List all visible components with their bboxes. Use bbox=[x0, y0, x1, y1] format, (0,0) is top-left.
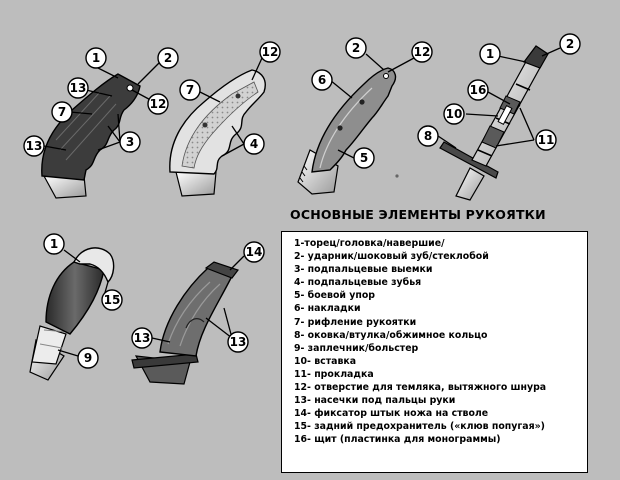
legend-item: 6- накладки bbox=[294, 303, 361, 315]
knife-handle-4 bbox=[439, 45, 549, 201]
callout-knife3-2: 2 bbox=[345, 37, 367, 59]
callout-label: 3 bbox=[126, 135, 134, 149]
callout-label: 2 bbox=[352, 41, 360, 55]
callout-knife4-2: 2 bbox=[559, 33, 581, 55]
legend-item: 16- щит (пластинка для монограммы) bbox=[294, 434, 501, 446]
callout-label: 6 bbox=[318, 73, 326, 87]
callout-label: 12 bbox=[262, 45, 279, 59]
knife-handle-5 bbox=[29, 247, 115, 381]
legend-item: 13- насечки под пальцы руки bbox=[294, 395, 456, 407]
callout-knife5-9: 9 bbox=[77, 347, 99, 369]
callout-label: 4 bbox=[250, 137, 258, 151]
callout-label: 13 bbox=[70, 81, 87, 95]
callout-knife5-15: 15 bbox=[101, 289, 123, 311]
stray-dot bbox=[395, 174, 399, 178]
knife-handle-6 bbox=[131, 261, 239, 385]
callout-knife4-10: 10 bbox=[443, 103, 465, 125]
callout-label: 14 bbox=[246, 245, 263, 259]
callout-knife4-11: 11 bbox=[535, 129, 557, 151]
callout-label: 16 bbox=[470, 83, 487, 97]
callout-knife3-6: 6 bbox=[311, 69, 333, 91]
knife-handle-1 bbox=[41, 73, 141, 199]
leader-lines bbox=[43, 47, 561, 357]
callout-knife3-12: 12 bbox=[411, 41, 433, 63]
callout-knife3-5: 5 bbox=[353, 147, 375, 169]
legend-item: 1-торец/головка/навершие/ bbox=[294, 238, 445, 249]
callout-label: 2 bbox=[164, 51, 172, 65]
callout-knife6-13a: 13 bbox=[131, 327, 153, 349]
legend-item: 11- прокладка bbox=[294, 368, 374, 380]
legend-item: 14- фиксатор штык ножа на стволе bbox=[294, 408, 489, 420]
callout-knife4-8: 8 bbox=[417, 125, 439, 147]
legend-item: 7- рифление рукоятки bbox=[294, 316, 417, 328]
callout-label: 8 bbox=[424, 129, 432, 143]
knife-handle-3 bbox=[297, 67, 397, 195]
callout-label: 12 bbox=[414, 45, 431, 59]
legend-item: 10- вставка bbox=[294, 355, 357, 367]
callout-label: 13 bbox=[134, 331, 151, 345]
legend-item: 2- ударник/шоковый зуб/стеклобой bbox=[294, 251, 489, 263]
legend-box: 1-торец/головка/навершие/ 2- ударник/шок… bbox=[281, 231, 588, 473]
callout-knife5-1: 1 bbox=[43, 233, 65, 255]
callout-label: 1 bbox=[50, 237, 58, 251]
callout-knife2-4: 4 bbox=[243, 133, 265, 155]
callout-knife2-12: 12 bbox=[259, 41, 281, 63]
legend-item: 9- заплечник/больстер bbox=[294, 342, 419, 354]
callout-label: 10 bbox=[446, 107, 463, 121]
callout-knife1-13a: 13 bbox=[67, 77, 89, 99]
diagram-title: ОСНОВНЫЕ ЭЛЕМЕНТЫ РУКОЯТКИ bbox=[290, 207, 546, 222]
callout-knife2-7: 7 bbox=[179, 79, 201, 101]
knife-handle-2 bbox=[169, 69, 266, 197]
callout-label: 13 bbox=[26, 139, 43, 153]
callout-label: 11 bbox=[538, 133, 555, 147]
callout-knife1-1: 1 bbox=[85, 47, 107, 69]
callout-knife4-16: 16 bbox=[467, 79, 489, 101]
callout-label: 9 bbox=[84, 351, 92, 365]
callout-label: 7 bbox=[186, 83, 194, 97]
callout-knife4-1: 1 bbox=[479, 43, 501, 65]
callout-label: 1 bbox=[92, 51, 100, 65]
callout-knife6-13b: 13 bbox=[227, 331, 249, 353]
legend-list: 1-торец/головка/навершие/ 2- ударник/шок… bbox=[294, 237, 581, 447]
callout-knife1-2: 2 bbox=[157, 47, 179, 69]
callout-label: 12 bbox=[150, 97, 167, 111]
callout-knife1-3: 3 bbox=[119, 131, 141, 153]
callout-knife1-12: 12 bbox=[147, 93, 169, 115]
legend-item: 15- задний предохранитель («клюв попугая… bbox=[294, 421, 545, 433]
callout-knife1-13b: 13 bbox=[23, 135, 45, 157]
callout-label: 2 bbox=[566, 37, 574, 51]
callout-label: 13 bbox=[230, 335, 247, 349]
callout-knife1-7: 7 bbox=[51, 101, 73, 123]
callout-label: 7 bbox=[58, 105, 66, 119]
legend-item: 4- подпальцевые зубья bbox=[294, 277, 422, 289]
legend-item: 8- оковка/втулка/обжимное кольцо bbox=[294, 329, 488, 341]
callout-knife6-14: 14 bbox=[243, 241, 265, 263]
callout-label: 5 bbox=[360, 151, 368, 165]
callout-label: 1 bbox=[486, 47, 494, 61]
legend-item: 12- отверстие для темляка, вытяжного шну… bbox=[294, 382, 547, 394]
legend-item: 3- подпальцевые выемки bbox=[294, 264, 433, 276]
legend-item: 5- боевой упор bbox=[294, 290, 375, 302]
callout-label: 15 bbox=[104, 293, 121, 307]
